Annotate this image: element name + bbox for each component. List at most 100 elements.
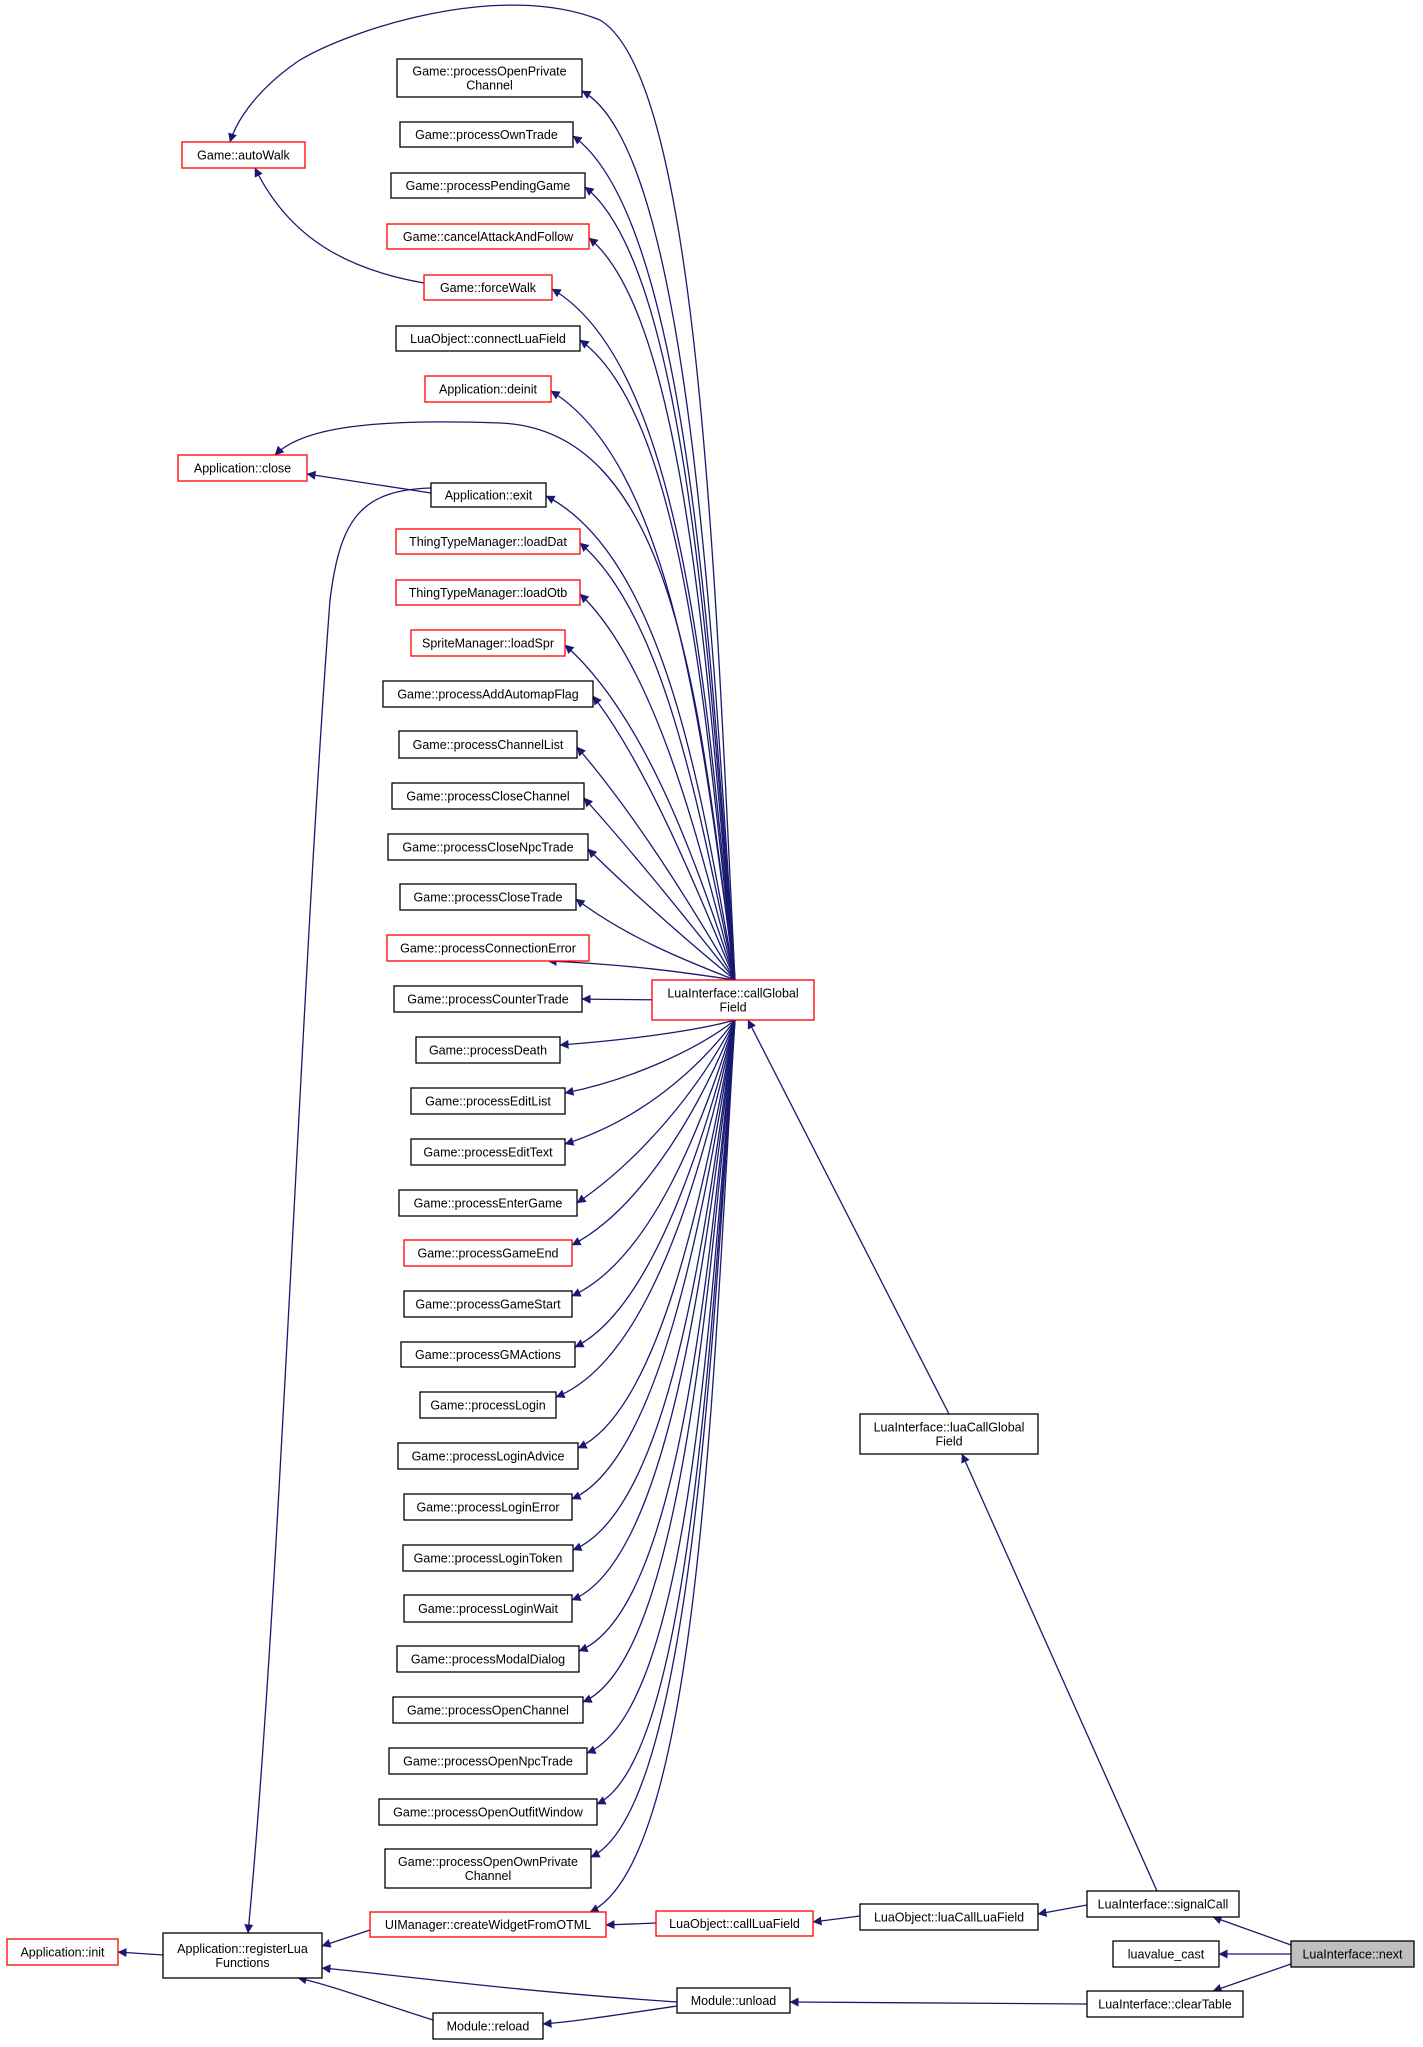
node-addAutomapFlag[interactable]: Game::processAddAutomapFlag (382, 680, 594, 708)
node-openNpcTrade[interactable]: Game::processOpenNpcTrade (388, 1747, 588, 1775)
node-box (403, 1290, 573, 1318)
node-label: Application::init (20, 1946, 105, 1960)
node-ownTrade[interactable]: Game::processOwnTrade (399, 121, 574, 148)
node-connectionError[interactable]: Game::processConnectionError (386, 934, 590, 962)
edge-moduleUnload-to-moduleReload (542, 2005, 678, 2028)
node-gameStart[interactable]: Game::processGameStart (403, 1290, 573, 1318)
edge-registerLua-to-appInit (117, 1948, 164, 1958)
node-channelList[interactable]: Game::processChannelList (398, 730, 578, 759)
node-loginToken[interactable]: Game::processLoginToken (402, 1544, 574, 1572)
edge-callGlobalField-to-appExit (545, 495, 736, 981)
node-box (859, 1413, 1039, 1455)
node-label: Game::processConnectionError (400, 942, 576, 956)
node-box (395, 325, 581, 352)
node-closeTrade[interactable]: Game::processCloseTrade (399, 883, 577, 911)
node-label: LuaObject::connectLuaField (410, 332, 566, 346)
node-closeNpcTrade[interactable]: Game::processCloseNpcTrade (387, 833, 589, 861)
edge-callGlobalField-to-connectionError (547, 956, 736, 981)
edge-callGlobalField-to-loginAdvice (577, 1019, 736, 1449)
node-next[interactable]: LuaInterface::next (1290, 1940, 1415, 1968)
node-login[interactable]: Game::processLogin (419, 1391, 557, 1419)
node-forceWalk[interactable]: Game::forceWalk (423, 274, 553, 301)
node-box (430, 482, 547, 508)
node-label: Game::processCloseNpcTrade (402, 841, 573, 855)
node-label: UIManager::createWidgetFromOTML (385, 1918, 591, 1932)
node-box (391, 782, 585, 810)
node-label: Field (935, 1435, 962, 1449)
edge-callGlobalField-to-openOutfitWindow (596, 1019, 736, 1805)
node-label: Game::processLoginAdvice (412, 1450, 565, 1464)
node-signalCall[interactable]: LuaInterface::signalCall (1086, 1890, 1240, 1918)
node-editText[interactable]: Game::processEditText (410, 1138, 566, 1166)
node-box (398, 730, 578, 759)
edge-callGlobalField-to-cancelAttack (588, 237, 736, 981)
node-box (410, 1138, 566, 1166)
node-box (402, 1544, 574, 1572)
node-label: Game::processOwnTrade (415, 128, 558, 142)
edge-callGlobalField-to-gameEnd (571, 1019, 736, 1246)
node-appClose[interactable]: Application::close (177, 454, 308, 482)
node-moduleUnload[interactable]: Module::unload (676, 1987, 791, 2014)
node-appExit[interactable]: Application::exit (430, 482, 547, 508)
node-box (384, 1848, 592, 1889)
node-loginWait[interactable]: Game::processLoginWait (403, 1594, 573, 1623)
node-box (1290, 1940, 1415, 1968)
node-loginAdvice[interactable]: Game::processLoginAdvice (397, 1442, 579, 1470)
edge-forceWalk-to-autoWalk (254, 167, 425, 284)
node-editList[interactable]: Game::processEditList (410, 1087, 566, 1115)
node-label: Game::processModalDialog (411, 1653, 565, 1667)
node-loginError[interactable]: Game::processLoginError (403, 1493, 573, 1521)
node-clearTable[interactable]: LuaInterface::clearTable (1086, 1990, 1244, 2018)
node-connectLuaField[interactable]: LuaObject::connectLuaField (395, 325, 581, 352)
edge-callGlobalField-to-loadSpr (564, 644, 736, 981)
node-luaCallLuaField[interactable]: LuaObject::luaCallLuaField (859, 1903, 1039, 1931)
edge-callGlobalField-to-loginWait (571, 1019, 736, 1601)
node-label: luavalue_cast (1128, 1948, 1205, 1962)
node-moduleReload[interactable]: Module::reload (432, 2012, 544, 2040)
node-label: Game::processOpenNpcTrade (403, 1755, 573, 1769)
node-closeChannel[interactable]: Game::processCloseChannel (391, 782, 585, 810)
node-createWidget[interactable]: UIManager::createWidgetFromOTML (369, 1911, 607, 1938)
node-label: Game::processCounterTrade (407, 993, 568, 1007)
node-loadSpr[interactable]: SpriteManager::loadSpr (410, 629, 566, 657)
edge-callGlobalField-to-closeTrade (575, 898, 736, 981)
node-cancelAttack[interactable]: Game::cancelAttackAndFollow (386, 223, 590, 250)
node-label: Game::autoWalk (197, 149, 290, 163)
node-openOutfitWindow[interactable]: Game::processOpenOutfitWindow (378, 1798, 598, 1826)
node-label: Application::deinit (439, 383, 538, 397)
edge-callGlobalField-to-enterGame (576, 1019, 736, 1204)
node-label: LuaInterface::signalCall (1098, 1898, 1229, 1912)
node-label: Game::processLoginWait (418, 1602, 558, 1616)
edge-callGlobalField-to-ownTrade (572, 135, 736, 981)
node-autoWalk[interactable]: Game::autoWalk (181, 141, 306, 169)
node-loadOtb[interactable]: ThingTypeManager::loadOtb (395, 579, 581, 606)
node-counterTrade[interactable]: Game::processCounterTrade (393, 985, 583, 1013)
node-box (419, 1391, 557, 1419)
node-box (655, 1910, 814, 1937)
edge-callGlobalField-to-forceWalk (551, 288, 736, 981)
node-label: Game::processLoginError (416, 1501, 559, 1515)
edge-callGlobalField-to-addAutomapFlag (592, 695, 736, 981)
edge-callGlobalField-to-login (555, 1019, 736, 1399)
node-openChannel[interactable]: Game::processOpenChannel (392, 1696, 584, 1724)
node-gameEnd[interactable]: Game::processGameEnd (403, 1239, 573, 1267)
node-appInit[interactable]: Application::init (6, 1938, 119, 1966)
node-luavalueCast[interactable]: luavalue_cast (1112, 1940, 1220, 1968)
node-pendingGame[interactable]: Game::processPendingGame (390, 172, 586, 199)
node-box (424, 375, 552, 403)
node-enterGame[interactable]: Game::processEnterGame (398, 1189, 578, 1217)
node-callLuaField[interactable]: LuaObject::callLuaField (655, 1910, 814, 1937)
edge-callGlobalField-to-loadDat (579, 542, 736, 981)
node-modalDialog[interactable]: Game::processModalDialog (396, 1645, 580, 1673)
node-loadDat[interactable]: ThingTypeManager::loadDat (395, 528, 581, 555)
node-label: Module::reload (447, 2020, 530, 2034)
node-appDeinit[interactable]: Application::deinit (424, 375, 552, 403)
node-gmActions[interactable]: Game::processGMActions (400, 1341, 576, 1368)
node-death[interactable]: Game::processDeath (415, 1036, 561, 1064)
node-box (395, 528, 581, 555)
